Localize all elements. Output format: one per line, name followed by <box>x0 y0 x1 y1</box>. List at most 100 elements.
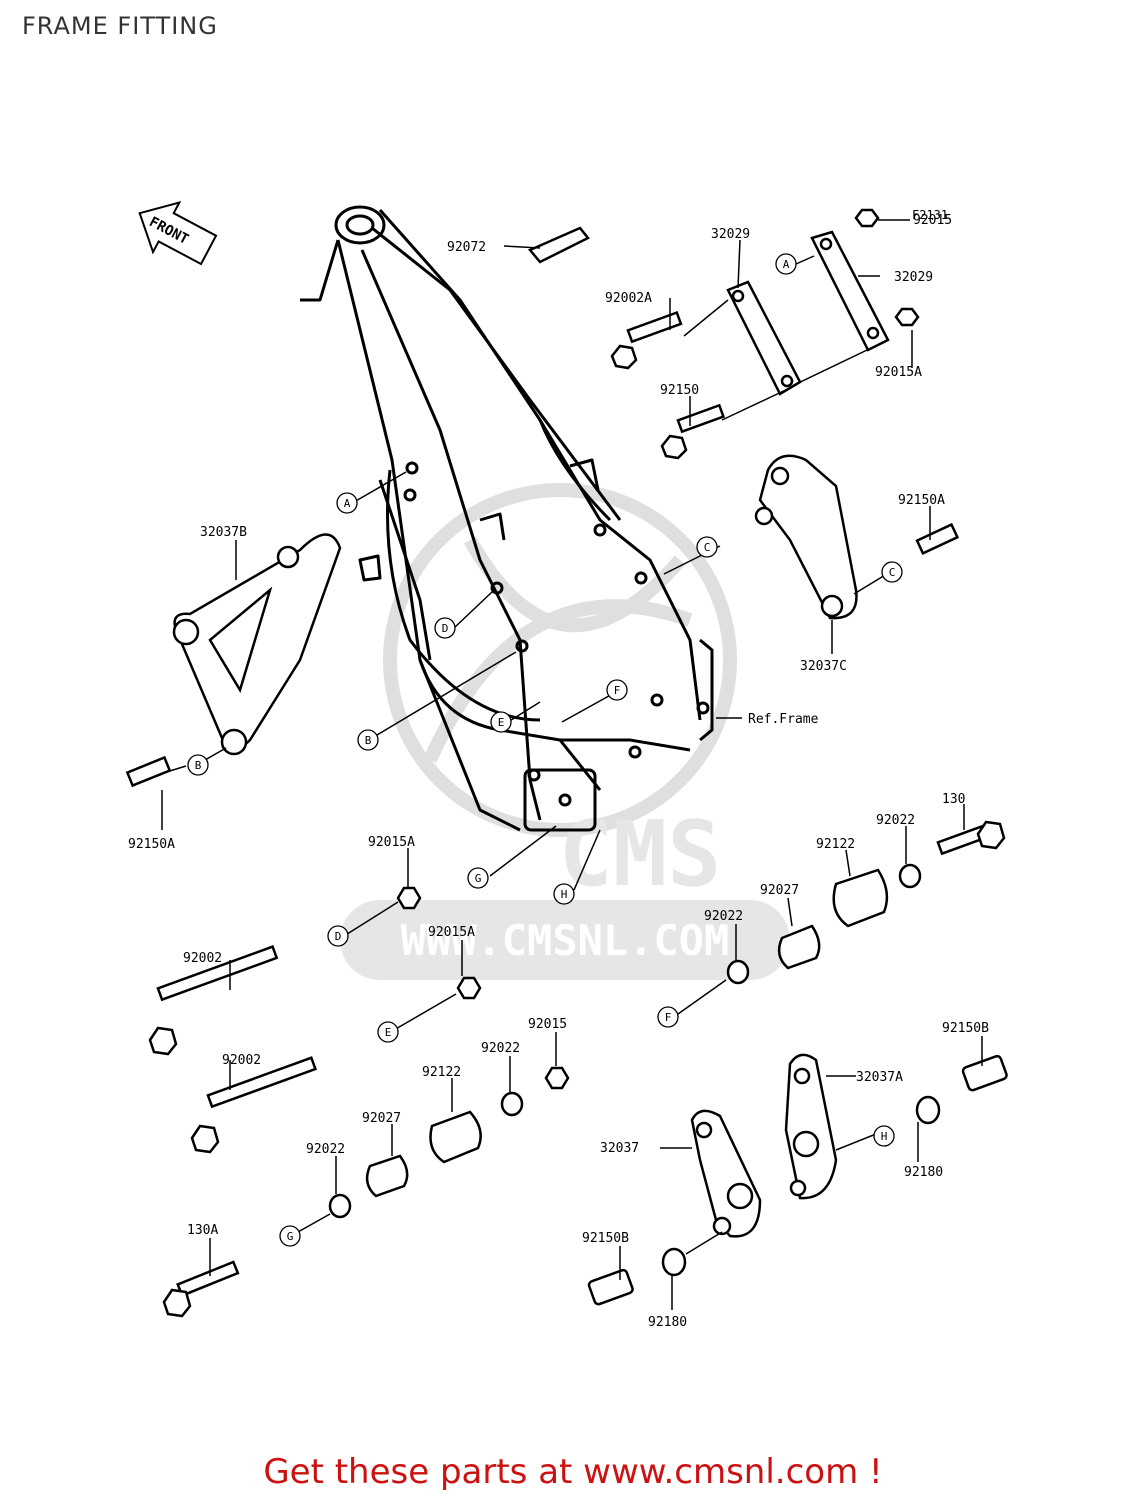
watermark-banner: WWW.CMSNL.COM CMS <box>340 802 790 980</box>
part-92022-r2 <box>726 959 750 985</box>
callout-92072: 92072 <box>447 240 486 255</box>
callout-92015-top: 92015 <box>913 213 952 228</box>
part-92002-a <box>156 945 279 1002</box>
callout-92150-top: 92150 <box>660 383 699 398</box>
footer-promo-text[interactable]: Get these parts at www.cmsnl.com ! <box>263 1452 883 1492</box>
callout-92002A: 92002A <box>605 291 652 306</box>
part-92015-top <box>854 208 880 228</box>
page-title: FRAME FITTING <box>22 12 218 40</box>
callout-92180-l: 92180 <box>648 1315 687 1330</box>
callout-labels: 92072 32029 32029 92015 92002A 92015A 92… <box>128 213 989 1330</box>
svg-text:H: H <box>561 888 568 901</box>
callout-92150A-right: 92150A <box>898 493 945 508</box>
part-92022-m2 <box>328 1193 352 1219</box>
marker-A2: A <box>336 492 358 514</box>
part-92180-l <box>661 1247 687 1277</box>
callout-92022-r1: 92022 <box>876 813 915 828</box>
reference-markers: A A B B C C D D E E F F G G H H <box>187 253 903 1247</box>
marker-B1: B <box>357 729 379 751</box>
callout-32029-a: 32029 <box>711 227 750 242</box>
svg-text:C: C <box>889 566 896 579</box>
callout-32037A: 32037A <box>856 1070 903 1085</box>
callout-92122-r: 92122 <box>816 837 855 852</box>
callout-130A: 130A <box>187 1223 218 1238</box>
part-92022-m1 <box>500 1091 524 1117</box>
callout-92180-r: 92180 <box>904 1165 943 1180</box>
marker-C2: C <box>881 561 903 583</box>
svg-text:C: C <box>704 541 711 554</box>
svg-text:E: E <box>498 716 505 729</box>
svg-text:E: E <box>385 1026 392 1039</box>
part-92002-b <box>206 1056 318 1109</box>
svg-text:B: B <box>365 734 372 747</box>
marker-H2: H <box>873 1125 895 1147</box>
marker-F2: F <box>657 1006 679 1028</box>
part-92027-r <box>777 924 821 970</box>
callout-92015A-mid: 92015A <box>368 835 415 850</box>
svg-text:F: F <box>665 1011 672 1024</box>
part-92122-m <box>429 1110 482 1164</box>
part-92002A <box>626 310 683 344</box>
figure-code: F2131 <box>912 208 948 222</box>
marker-E1: E <box>490 711 512 733</box>
part-92015A-top <box>894 307 920 327</box>
part-92150 <box>676 403 726 434</box>
callout-92022-m1: 92022 <box>481 1041 520 1056</box>
marker-C1: C <box>696 536 718 558</box>
svg-text:H: H <box>881 1130 888 1143</box>
callout-92015A-top: 92015A <box>875 365 922 380</box>
ref-frame-label: Ref.Frame <box>748 712 819 727</box>
callout-92022-r2: 92022 <box>704 909 743 924</box>
callout-92027-r: 92027 <box>760 883 799 898</box>
marker-A1: A <box>775 253 797 275</box>
marker-G2: G <box>279 1225 301 1247</box>
callout-92015-low: 92015 <box>528 1017 567 1032</box>
callout-92022-m2: 92022 <box>306 1142 345 1157</box>
part-92180-r <box>915 1095 941 1125</box>
svg-text:G: G <box>475 872 482 885</box>
svg-text:B: B <box>195 759 202 772</box>
svg-text:D: D <box>442 622 449 635</box>
callout-92150B-l: 92150B <box>582 1231 629 1246</box>
part-92122-r <box>832 868 889 928</box>
part-32037A <box>784 1053 838 1200</box>
watermark-cms: CMS <box>559 802 722 907</box>
part-32037C <box>758 454 858 620</box>
leader-lines <box>159 219 983 1310</box>
part-92015A-mid <box>396 886 422 910</box>
part-92150A-right <box>915 522 960 556</box>
callout-92002-a: 92002 <box>183 951 222 966</box>
motorcycle-frame <box>300 205 714 832</box>
part-92022-r1 <box>898 863 922 889</box>
marker-H1: H <box>553 883 575 905</box>
callout-130: 130 <box>942 792 965 807</box>
marker-D1: D <box>434 617 456 639</box>
watermark-text: WWW.CMSNL.COM <box>401 916 730 965</box>
callout-92150A-left: 92150A <box>128 837 175 852</box>
callout-32037: 32037 <box>600 1141 639 1156</box>
callout-92150B-r: 92150B <box>942 1021 989 1036</box>
svg-text:F: F <box>614 684 621 697</box>
part-92150B-l <box>587 1268 634 1306</box>
part-shapes <box>125 208 1008 1318</box>
part-92072 <box>527 226 590 264</box>
marker-E2: E <box>377 1021 399 1043</box>
svg-text:A: A <box>783 258 790 271</box>
svg-text:A: A <box>344 497 351 510</box>
part-92015-low <box>544 1066 570 1090</box>
marker-F1: F <box>606 679 628 701</box>
watermark-logo <box>383 483 737 837</box>
callout-32029-b: 32029 <box>894 270 933 285</box>
part-32037B <box>173 533 342 751</box>
callout-92015A-low: 92015A <box>428 925 475 940</box>
marker-D2: D <box>327 925 349 947</box>
front-arrow-icon: FRONT <box>138 201 218 266</box>
svg-text:G: G <box>287 1230 294 1243</box>
svg-text:D: D <box>335 930 342 943</box>
marker-B2: B <box>187 754 209 776</box>
part-92150B-r <box>961 1054 1008 1092</box>
part-92015A-low <box>456 976 482 1000</box>
marker-G1: G <box>467 867 489 889</box>
